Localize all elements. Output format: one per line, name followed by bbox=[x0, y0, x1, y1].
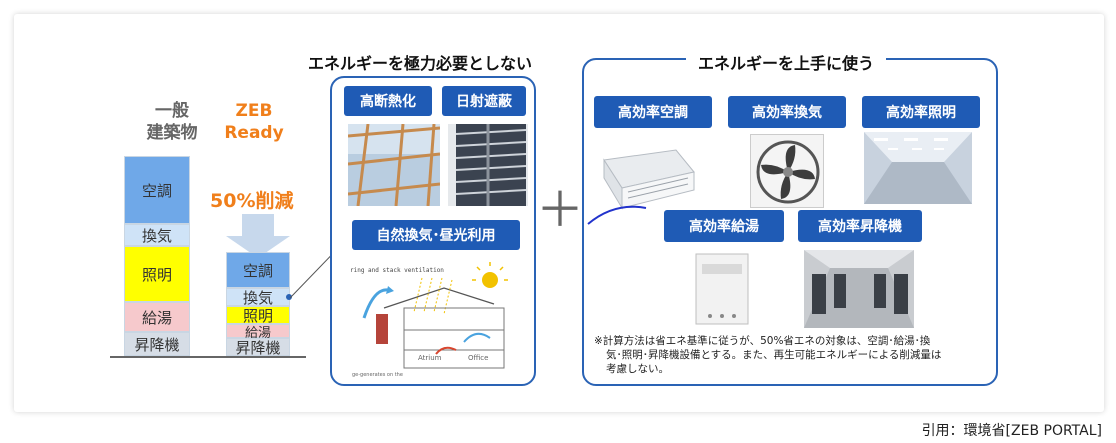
general-title-line2: 建築物 bbox=[146, 123, 198, 143]
tag-natural-ventilation: 自然換気･昼光利用 bbox=[352, 220, 520, 250]
general-seg-vent: 換気 bbox=[124, 224, 190, 246]
right-section-title: エネルギーを上手に使う bbox=[686, 50, 887, 74]
middle-section-title: エネルギーを極力必要としない bbox=[308, 54, 533, 73]
connector-dot bbox=[286, 294, 292, 300]
zeb-seg-aircon: 空調 bbox=[226, 252, 290, 288]
diagram-atrium-label: Atrium bbox=[418, 354, 442, 362]
ventilation-diagram: ring and stack ventilation Atrium Office bbox=[344, 258, 528, 380]
insulation-photo bbox=[348, 124, 440, 206]
zeb-seg-vent: 換気 bbox=[226, 288, 290, 307]
zeb-title-line2: Ready bbox=[224, 123, 284, 143]
diagram-caption: ring and stack ventilation bbox=[350, 267, 444, 274]
ventilation-fan-photo bbox=[750, 134, 824, 208]
lighting-photo bbox=[864, 132, 972, 204]
ac-unit-photo bbox=[584, 132, 696, 228]
general-seg-lift: 昇降機 bbox=[124, 332, 190, 356]
reduction-arrow-shaft bbox=[242, 214, 274, 238]
zeb-seg-water: 給湯 bbox=[226, 324, 290, 341]
diagram-office-label: Office bbox=[468, 354, 488, 362]
zeb-seg-lift: 昇降機 bbox=[226, 338, 290, 357]
zeb-seg-light: 照明 bbox=[226, 306, 290, 325]
tag-elevator: 高効率昇降機 bbox=[798, 210, 922, 242]
general-building-title: 一般 建築物 bbox=[132, 100, 212, 144]
general-seg-aircon: 空調 bbox=[124, 156, 190, 224]
diagram-footnote: ge-generates on the bbox=[352, 372, 403, 378]
zeb-title-line1: ZEB bbox=[235, 101, 273, 121]
reduction-label: 50%削減 bbox=[210, 190, 294, 212]
general-seg-light: 照明 bbox=[124, 246, 190, 302]
reduction-arrow-head bbox=[226, 236, 290, 258]
plus-sign: ＋ bbox=[536, 182, 585, 238]
general-seg-water: 給湯 bbox=[124, 302, 190, 332]
source-credit: 引用：環境省[ZEB PORTAL] bbox=[921, 423, 1102, 439]
shading-photo bbox=[448, 124, 528, 206]
figure-frame: 一般 建築物 ZEB Ready 空調 換気 照明 給湯 昇降機 50%削減 空… bbox=[14, 14, 1104, 412]
note-line3: 考慮しない。 bbox=[606, 363, 669, 375]
water-heater-photo bbox=[694, 252, 750, 326]
calculation-note: ※計算方法は省エネ基準に従うが、50%省エネの対象は、空調･給湯･換 気･照明･… bbox=[594, 334, 990, 376]
tag-hot-water: 高効率給湯 bbox=[664, 210, 784, 242]
tag-ventilation: 高効率換気 bbox=[728, 96, 846, 128]
tag-hvac: 高効率空調 bbox=[594, 96, 712, 128]
note-line1: ※計算方法は省エネ基準に従うが、50%省エネの対象は、空調･給湯･換 bbox=[594, 335, 931, 347]
tag-shading: 日射遮蔽 bbox=[442, 86, 526, 116]
tag-lighting: 高効率照明 bbox=[862, 96, 980, 128]
chart-baseline bbox=[110, 356, 306, 358]
tag-insulation: 高断熱化 bbox=[344, 86, 432, 116]
zeb-ready-title: ZEB Ready bbox=[214, 100, 294, 144]
general-title-line1: 一般 bbox=[155, 101, 189, 121]
note-line2: 気･照明･昇降機設備とする。また、再生可能エネルギーによる削減量は bbox=[606, 349, 942, 361]
elevator-photo bbox=[804, 250, 914, 328]
